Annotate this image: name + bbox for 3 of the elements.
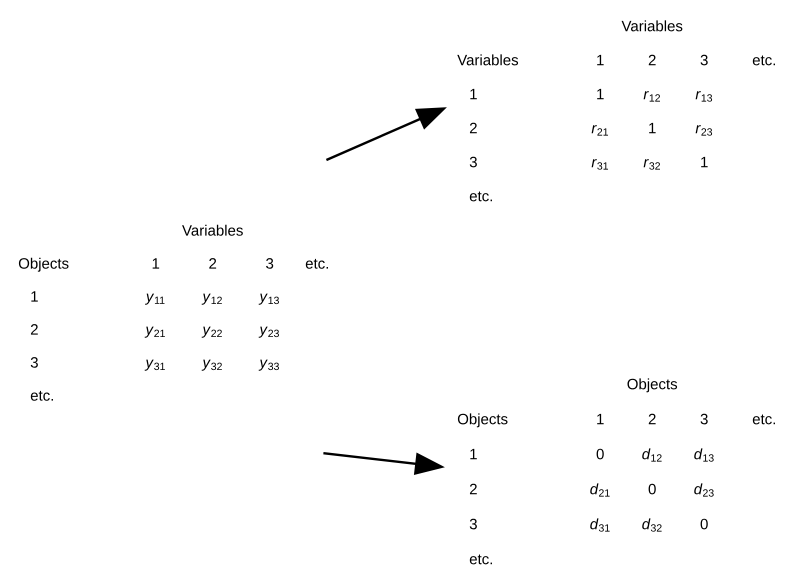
matrix-table: Variables Variables 1 2 3 etc. 1 1 r$_{12}$ r$_{13}$ 2 r$_{21}$ 1 r$_{23}$ 3 r$_{31}$ r$_{32}$ 1 etc. — [457, 20, 775, 202]
matrix-table: Variables Objects 1 2 3 etc. 1 y$_{11}$ y$_{12}$ y$_{13}$ 2 y$_{21}$ y$_{22}$ y$_{23}$ 3 y$_{31}$ y$_{32}$ y$_{33}$ etc. — [18, 224, 328, 401]
matrix-table: Objects Objects 1 2 3 etc. 1 0 d$_{12}$ d$_{13}$ 2 d$_{21}$ 0 d$_{23}$ 3 d$_{31}$ d$_{32}$ 0 etc. — [458, 378, 775, 564]
